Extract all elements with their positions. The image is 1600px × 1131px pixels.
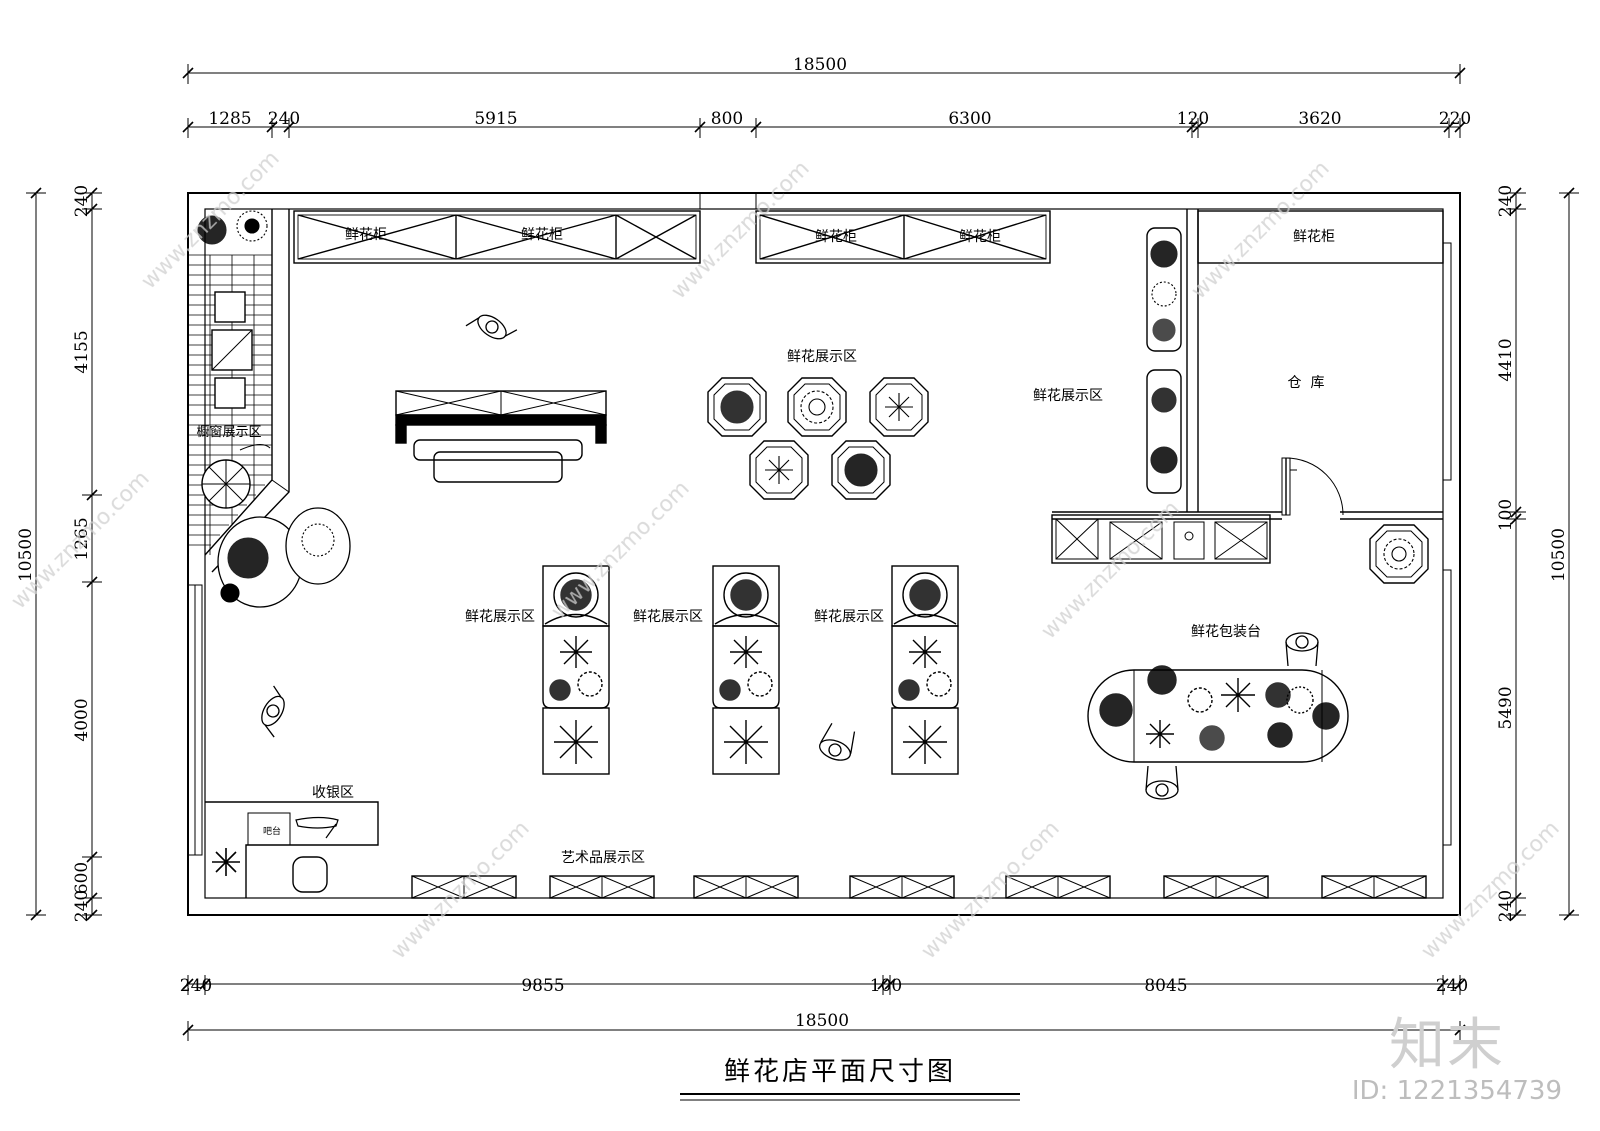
watermark-text: www.znzmo.com — [1417, 816, 1565, 964]
outer-walls — [187, 192, 1461, 916]
dim-right-5: 240 — [1496, 890, 1516, 922]
dim-top-4: 800 — [711, 109, 743, 129]
label-display-b: 鲜花展示区 — [633, 609, 703, 625]
person-icon — [261, 685, 285, 738]
dim-bottom-total: 18500 — [795, 1011, 849, 1031]
service-cabinets — [1051, 514, 1271, 564]
dim-right-4: 5490 — [1496, 686, 1516, 729]
display-stand-b — [712, 565, 780, 775]
dim-left-total: 10500 — [16, 528, 36, 582]
label-display-right: 鲜花展示区 — [1033, 388, 1103, 404]
dim-right-total: 10500 — [1549, 528, 1569, 582]
label-bar-counter: 吧台 — [263, 825, 281, 837]
dim-top-7: 3620 — [1298, 109, 1341, 129]
dim-top-5: 6300 — [948, 109, 991, 129]
display-stand-a — [542, 565, 610, 775]
cashier-counter — [205, 801, 379, 898]
room-labels: 鲜花柜 鲜花柜 鲜花柜 鲜花柜 鲜花柜 仓 库 鲜花展示区 鲜花展示区 鲜花展示… — [196, 227, 1335, 866]
packing-table — [1087, 665, 1349, 763]
dim-right-1: 240 — [1496, 185, 1516, 217]
label-cashier: 收银区 — [312, 785, 354, 801]
watermark-text: www.znzmo.com — [387, 816, 535, 964]
watermark-id: ID: 1221354739 — [1351, 1076, 1562, 1106]
dimension-labels: 18500 1285 240 5915 800 6300 120 3620 22… — [16, 55, 1569, 1031]
dim-bottom-3: 100 — [870, 976, 902, 996]
dim-bottom-4: 8045 — [1144, 976, 1187, 996]
people-figures — [261, 314, 1319, 800]
dim-left-4: 4000 — [72, 698, 92, 741]
watermark-logo: 知末 — [1389, 1013, 1505, 1078]
dim-top-total: 18500 — [793, 55, 847, 75]
person-icon — [1145, 765, 1179, 800]
dim-right-3: 100 — [1496, 499, 1516, 531]
dim-bottom-2: 9855 — [521, 976, 564, 996]
dim-left-6: 240 — [72, 890, 92, 922]
person-icon — [819, 723, 856, 761]
page-title: 鲜花店平面尺寸图 — [724, 1057, 956, 1087]
label-display-center: 鲜花展示区 — [787, 349, 857, 365]
window-display-area — [188, 209, 290, 573]
label-window-display: 橱窗展示区 — [196, 424, 261, 440]
watermark-text: www.znzmo.com — [137, 146, 285, 294]
dimension-ticks — [30, 67, 1575, 1036]
watermark-text: www.znzmo.com — [667, 156, 815, 304]
label-warehouse: 仓 库 — [1288, 375, 1325, 391]
dim-left-2: 4155 — [72, 330, 92, 373]
dim-bottom-1: 240 — [180, 976, 212, 996]
watermark-text: www.znzmo.com — [547, 476, 695, 624]
top-cabinets-center — [755, 210, 1051, 264]
person-icon — [1285, 632, 1319, 667]
label-display-c: 鲜花展示区 — [814, 609, 884, 625]
center-bench — [395, 390, 607, 483]
dim-right-2: 4410 — [1496, 338, 1516, 381]
label-display-a: 鲜花展示区 — [465, 609, 535, 625]
art-display-cases — [411, 875, 1427, 899]
drawing-title: 鲜花店平面尺寸图 — [680, 1057, 1020, 1101]
label-packing-table: 鲜花包装台 — [1191, 624, 1261, 640]
octagon-planters — [707, 377, 1429, 584]
dim-left-5: 600 — [72, 862, 92, 894]
display-stands — [542, 565, 959, 775]
label-art-display: 艺术品展示区 — [561, 850, 645, 866]
plant-symbols — [197, 210, 1415, 876]
dim-bottom-5: 240 — [1436, 976, 1468, 996]
dim-left-1: 240 — [72, 185, 92, 217]
dim-top-2: 240 — [268, 109, 300, 129]
display-stand-c — [891, 565, 959, 775]
label-cabinet-2: 鲜花柜 — [521, 227, 563, 243]
label-cabinet-1: 鲜花柜 — [345, 227, 387, 243]
label-cabinet-4: 鲜花柜 — [959, 229, 1001, 245]
dim-left-3: 1265 — [72, 517, 92, 560]
watermark-text: www.znzmo.com — [917, 816, 1065, 964]
dim-top-3: 5915 — [474, 109, 517, 129]
label-cabinet-3: 鲜花柜 — [815, 229, 857, 245]
label-cabinet-5: 鲜花柜 — [1293, 229, 1335, 245]
dim-top-1: 1285 — [208, 109, 251, 129]
person-icon — [465, 314, 518, 340]
vertical-flower-stand — [1146, 227, 1182, 494]
dim-top-8: 220 — [1439, 109, 1471, 129]
top-cabinets-left — [293, 210, 701, 264]
dim-top-6: 120 — [1177, 109, 1209, 129]
